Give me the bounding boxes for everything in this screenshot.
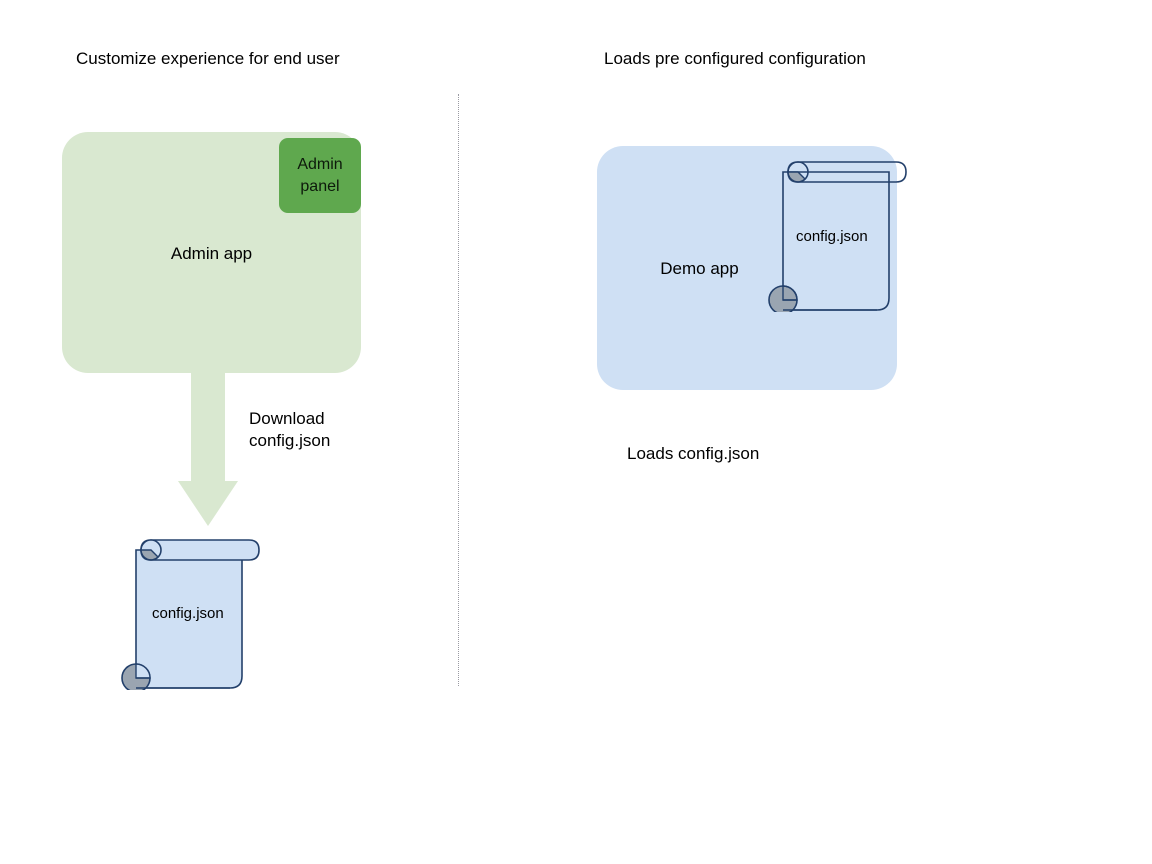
download-arrow-label: Download config.json bbox=[249, 408, 330, 452]
admin-panel-label-line1: Admin bbox=[297, 155, 343, 173]
admin-panel-label-line2: panel bbox=[300, 177, 340, 195]
scroll-icon bbox=[768, 161, 907, 315]
admin-panel-chip[interactable]: Admin panel bbox=[279, 138, 361, 213]
demo-app-label: Demo app bbox=[660, 259, 739, 278]
download-arrow-label-line2: config.json bbox=[249, 431, 331, 450]
left-section-title: Customize experience for end user bbox=[76, 49, 340, 68]
scroll-icon bbox=[121, 539, 260, 693]
admin-app-label: Admin app bbox=[170, 244, 253, 263]
loads-config-caption: Loads config.json bbox=[627, 444, 760, 463]
admin-panel-label: Admin panel bbox=[297, 154, 342, 198]
config-json-label-right: config.json bbox=[796, 228, 868, 245]
right-section-title: Loads pre configured configuration bbox=[604, 49, 866, 68]
download-arrow-label-line1: Download bbox=[249, 409, 325, 428]
section-divider bbox=[458, 94, 459, 686]
config-json-label-left: config.json bbox=[152, 605, 224, 622]
config-json-document-left[interactable]: config.json bbox=[118, 528, 268, 693]
demo-app-box[interactable]: Demo app bbox=[597, 146, 897, 390]
config-json-document-right[interactable]: config.json bbox=[765, 150, 915, 315]
download-arrow-icon bbox=[178, 371, 238, 526]
